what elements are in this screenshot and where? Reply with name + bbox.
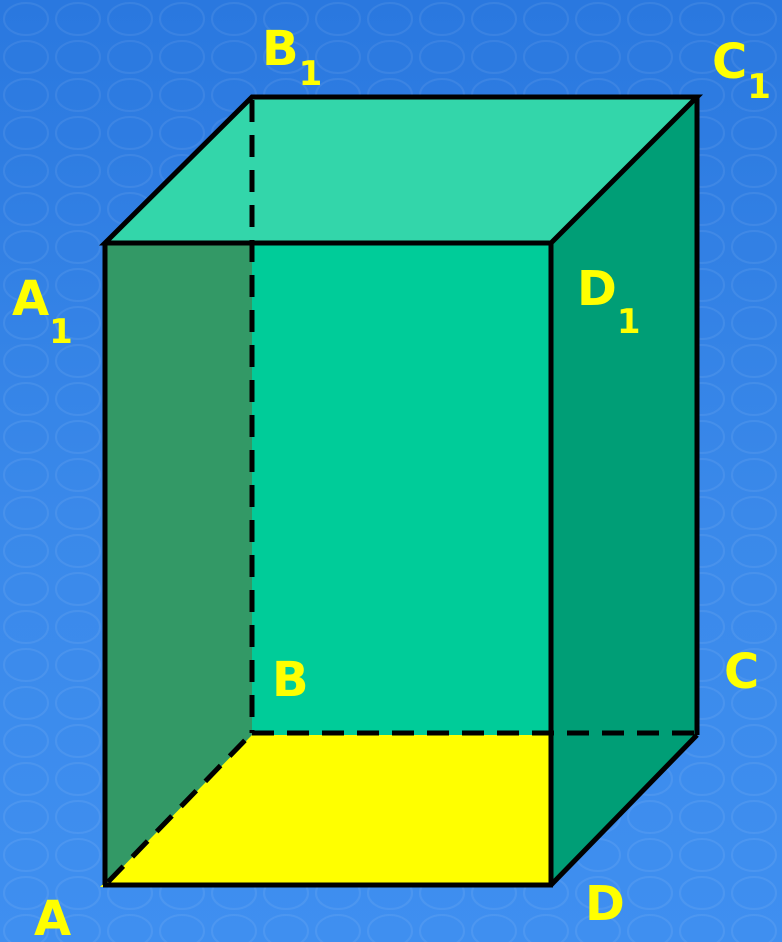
face-right	[551, 97, 697, 885]
edge-DC	[549, 733, 699, 887]
label-A1: A1	[12, 271, 73, 352]
label-C1: C1	[712, 34, 771, 107]
label-C: C	[724, 644, 759, 700]
label-B1: B1	[262, 21, 322, 94]
face-left	[105, 97, 252, 885]
label-D1: D1	[577, 261, 641, 342]
label-D: D	[585, 876, 625, 932]
face-base	[100, 735, 697, 887]
face-front	[252, 243, 551, 735]
label-B: B	[272, 652, 309, 708]
label-A: A	[34, 891, 71, 942]
